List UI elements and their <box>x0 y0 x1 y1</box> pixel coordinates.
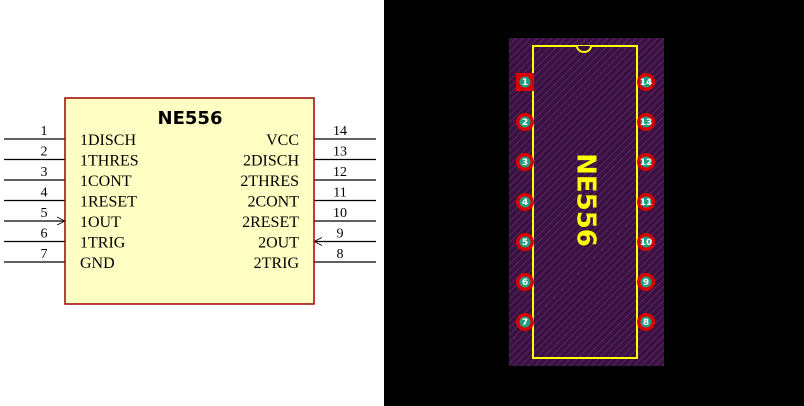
pin-name: 1DISCH <box>80 132 136 149</box>
pad-number: 4 <box>522 198 528 208</box>
pin-number: 3 <box>41 165 48 180</box>
pad: 1 <box>516 73 534 91</box>
pin-name: 2OUT <box>258 235 299 252</box>
pad: 5 <box>516 233 534 251</box>
pad-number: 11 <box>640 198 653 208</box>
pad-number: 2 <box>522 118 528 128</box>
pad-hole <box>640 316 652 328</box>
pad-hole <box>519 116 531 128</box>
pad-hole <box>640 276 652 288</box>
pad: 9 <box>637 273 655 291</box>
pad-hole <box>640 196 652 208</box>
pad-hole <box>519 76 531 88</box>
pad-hole <box>519 196 531 208</box>
pad-hole <box>519 156 531 168</box>
part-name: NE556 <box>158 108 223 129</box>
pad-hole <box>519 236 531 248</box>
pad-hole <box>640 156 652 168</box>
pad-number: 1 <box>522 78 528 88</box>
pin-number: 2 <box>41 145 48 160</box>
pad: 10 <box>637 233 655 251</box>
pad-number: 13 <box>640 118 653 128</box>
schematic-symbol: NE556 1 1DISCH 2 1THRES 3 1CONT 4 1RESET 5 1OUT 6 1… <box>4 97 376 305</box>
pin-number: 11 <box>333 186 346 201</box>
pad-hole <box>640 76 652 88</box>
pin-number: 7 <box>41 247 48 262</box>
pin-name: 2TRIG <box>254 255 300 272</box>
pin-name: 1CONT <box>80 173 132 190</box>
pin-number: 13 <box>333 145 347 160</box>
pad-number: 14 <box>640 78 653 88</box>
pad-number: 9 <box>643 278 649 288</box>
pin-number: 9 <box>337 227 344 242</box>
silkscreen-label: NE556 <box>571 153 601 247</box>
pad-number: 5 <box>522 238 528 248</box>
pin-name: 2THRES <box>240 173 299 190</box>
ic-body <box>64 97 315 305</box>
pad-hole <box>640 116 652 128</box>
pin-number: 4 <box>41 186 48 201</box>
pin-name: VCC <box>266 132 299 149</box>
pad-number: 12 <box>640 158 653 168</box>
pin-number: 1 <box>41 124 48 139</box>
pad: 8 <box>637 313 655 331</box>
pad-number: 10 <box>640 238 653 248</box>
pad-number: 7 <box>522 318 528 328</box>
pad: 11 <box>637 193 655 211</box>
pad-hole <box>519 316 531 328</box>
pad: 7 <box>516 313 534 331</box>
pin-number: 8 <box>337 247 344 262</box>
pin-name: 2DISCH <box>243 153 299 170</box>
pin-name: 1THRES <box>80 153 139 170</box>
pad-number: 3 <box>522 158 528 168</box>
pin-name: 2RESET <box>242 214 299 231</box>
pad-hole <box>640 236 652 248</box>
pad-number: 8 <box>643 318 649 328</box>
pad: 12 <box>637 153 655 171</box>
pin-name: 1OUT <box>80 214 121 231</box>
pad: 14 <box>637 73 655 91</box>
pin-number: 10 <box>333 206 347 221</box>
pin1-notch <box>576 45 592 53</box>
pad-hole <box>519 276 531 288</box>
pad: 6 <box>516 273 534 291</box>
schematic-panel: NE556 1 1DISCH 2 1THRES 3 1CONT 4 1RESET 5 1OUT 6 1… <box>0 0 384 406</box>
pin-number: 12 <box>333 165 347 180</box>
pad-number: 6 <box>522 278 528 288</box>
pad: 4 <box>516 193 534 211</box>
pad: 2 <box>516 113 534 131</box>
pad: 13 <box>637 113 655 131</box>
pin-number: 6 <box>41 227 48 242</box>
pin-name: 2CONT <box>247 194 299 211</box>
pad: 3 <box>516 153 534 171</box>
pin-name: GND <box>80 255 115 272</box>
pin-number: 5 <box>41 206 48 221</box>
pin-name: 1RESET <box>80 194 137 211</box>
pin-name: 1TRIG <box>80 235 126 252</box>
pin-number: 14 <box>333 124 347 139</box>
